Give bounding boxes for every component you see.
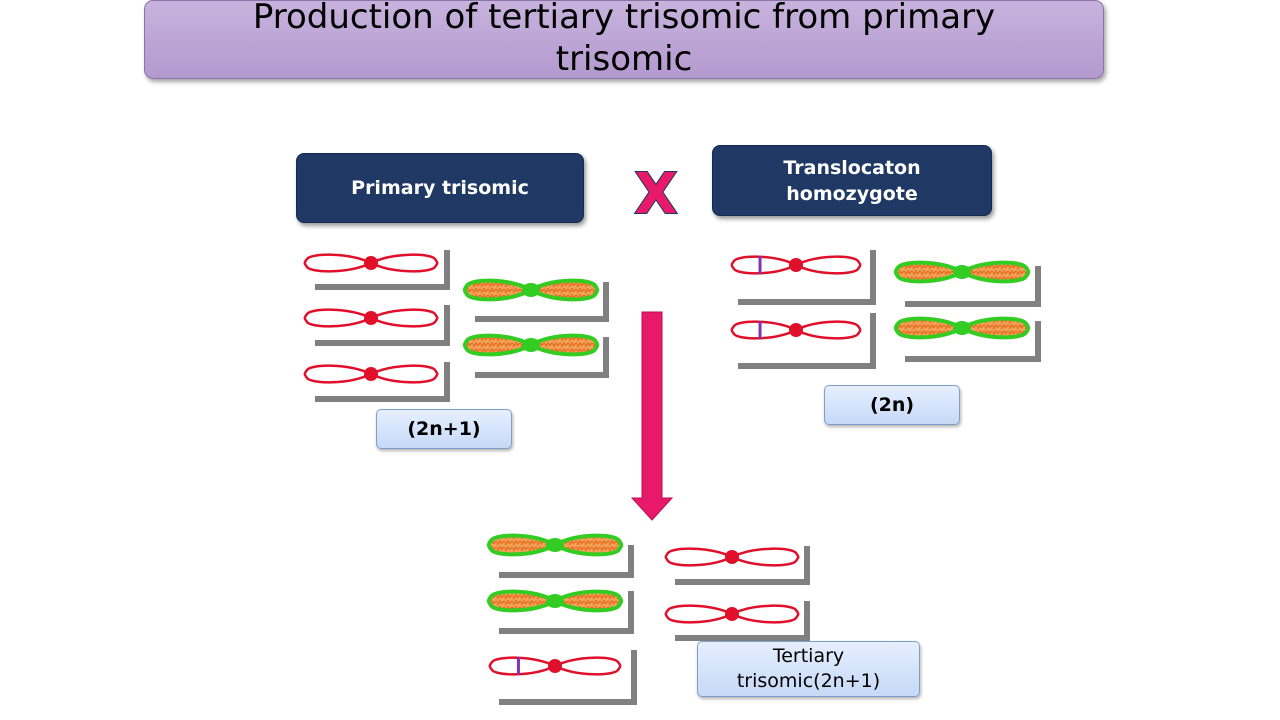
chromosome-offspring-red-2 [664, 604, 800, 624]
translocation-homozygote-box: Translocaton homozygote [712, 145, 992, 216]
chromosome-offspring-red-translocated [488, 656, 622, 676]
chromosome-translocation-green-1 [893, 260, 1031, 284]
chromosome-translocation-green-1-bracket [905, 266, 1041, 307]
chromosome-offspring-red-translocated-bracket [499, 650, 637, 705]
chromosome-primary-red-3 [303, 364, 439, 384]
title-banner: Production of tertiary trisomic from pri… [144, 0, 1104, 79]
centromere [789, 323, 803, 337]
chromosome-primary-green-1 [462, 278, 600, 302]
chromosome-offspring-red-2-bracket [675, 601, 810, 641]
primary-trisomic-label: Primary trisomic [351, 177, 529, 199]
primary-trisomic-box: Primary trisomic [296, 153, 584, 223]
chromosome-primary-red-1-bracket [315, 250, 450, 290]
tertiary-trisomic-label-box: Tertiary trisomic(2n+1) [697, 641, 920, 697]
chromosome-offspring-red-1-bracket [675, 546, 810, 585]
chromosome-offspring-green-2-bracket [499, 591, 634, 634]
centromere [364, 311, 378, 325]
page-title: Production of tertiary trisomic from pri… [252, 0, 996, 79]
down-arrow [630, 311, 674, 521]
chromosome-primary-red-1 [303, 253, 439, 273]
ploidy-label-right: (2n) [824, 385, 960, 425]
chromosome-offspring-green-1 [486, 533, 624, 557]
ploidy-label-left: (2n+1) [376, 409, 512, 449]
chromosome-translocation-green-2-bracket [905, 321, 1041, 362]
chromosome-offspring-red-1 [664, 547, 800, 567]
tertiary-trisomic-label: Tertiary trisomic(2n+1) [736, 645, 881, 692]
chromosome-translocation-red-1 [730, 255, 862, 275]
chromosome-primary-green-2-bracket [475, 337, 609, 378]
centromere [546, 594, 564, 608]
chromosome-primary-green-1-bracket [475, 282, 609, 322]
chromosome-primary-red-2 [303, 308, 439, 328]
chromosome-primary-green-2 [462, 333, 600, 357]
centromere [953, 265, 971, 279]
chromosome-offspring-green-1-bracket [499, 545, 634, 578]
centromere [548, 659, 562, 673]
centromere [725, 607, 739, 621]
centromere [522, 283, 540, 297]
centromere [364, 256, 378, 270]
chromosome-translocation-red-2 [730, 320, 862, 340]
chromosome-translocation-red-2-bracket [738, 313, 876, 369]
chromosome-primary-red-2-bracket [315, 305, 450, 346]
chromosome-translocation-red-1-bracket [738, 250, 876, 305]
chromosome-translocation-green-2 [893, 316, 1031, 340]
centromere [364, 367, 378, 381]
chromosome-offspring-green-2 [486, 589, 624, 613]
centromere [953, 321, 971, 335]
centromere [789, 258, 803, 272]
cross-symbol: X [634, 162, 677, 227]
centromere [522, 338, 540, 352]
translocation-homozygote-label: Translocaton homozygote [783, 156, 921, 205]
chromosome-primary-red-3-bracket [315, 362, 450, 402]
centromere [725, 550, 739, 564]
centromere [546, 538, 564, 552]
